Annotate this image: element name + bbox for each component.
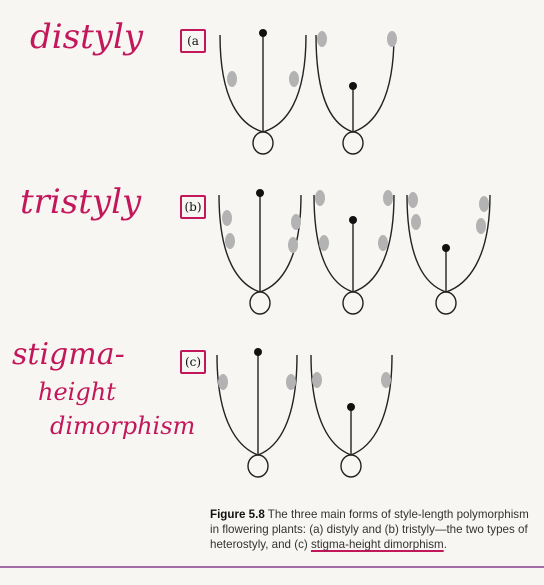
figure-label: Figure 5.8 — [210, 508, 265, 521]
caption-highlight: stigma-height dimorphism — [311, 538, 444, 551]
anther-icon — [291, 214, 301, 230]
page-rule — [0, 566, 544, 568]
flower-a-short-style — [316, 31, 397, 154]
flower-a-long-style — [220, 29, 306, 154]
figure-caption: Figure 5.8 The three main forms of style… — [210, 507, 540, 552]
anther-icon — [222, 210, 232, 226]
anther-icon — [286, 374, 296, 390]
anther-icon — [381, 372, 391, 388]
anther-icon — [218, 374, 228, 390]
flower-c-short-style — [311, 355, 392, 477]
caption-end: . — [444, 538, 447, 551]
anther-icon — [476, 218, 486, 234]
anther-icon — [319, 235, 329, 251]
anther-icon — [411, 214, 421, 230]
flower-b-short-style — [407, 192, 490, 314]
anther-icon — [387, 31, 397, 47]
anther-icon — [312, 372, 322, 388]
anther-icon — [227, 71, 237, 87]
anther-icon — [408, 192, 418, 208]
flower-b-long-style — [219, 189, 301, 314]
anther-icon — [288, 237, 298, 253]
anther-icon — [479, 196, 489, 212]
anther-icon — [383, 190, 393, 206]
anther-icon — [315, 190, 325, 206]
anther-icon — [317, 31, 327, 47]
anther-icon — [225, 233, 235, 249]
flower-c-long-style — [217, 348, 297, 477]
anther-icon — [378, 235, 388, 251]
anther-icon — [289, 71, 299, 87]
flower-b-mid-style — [314, 190, 394, 314]
